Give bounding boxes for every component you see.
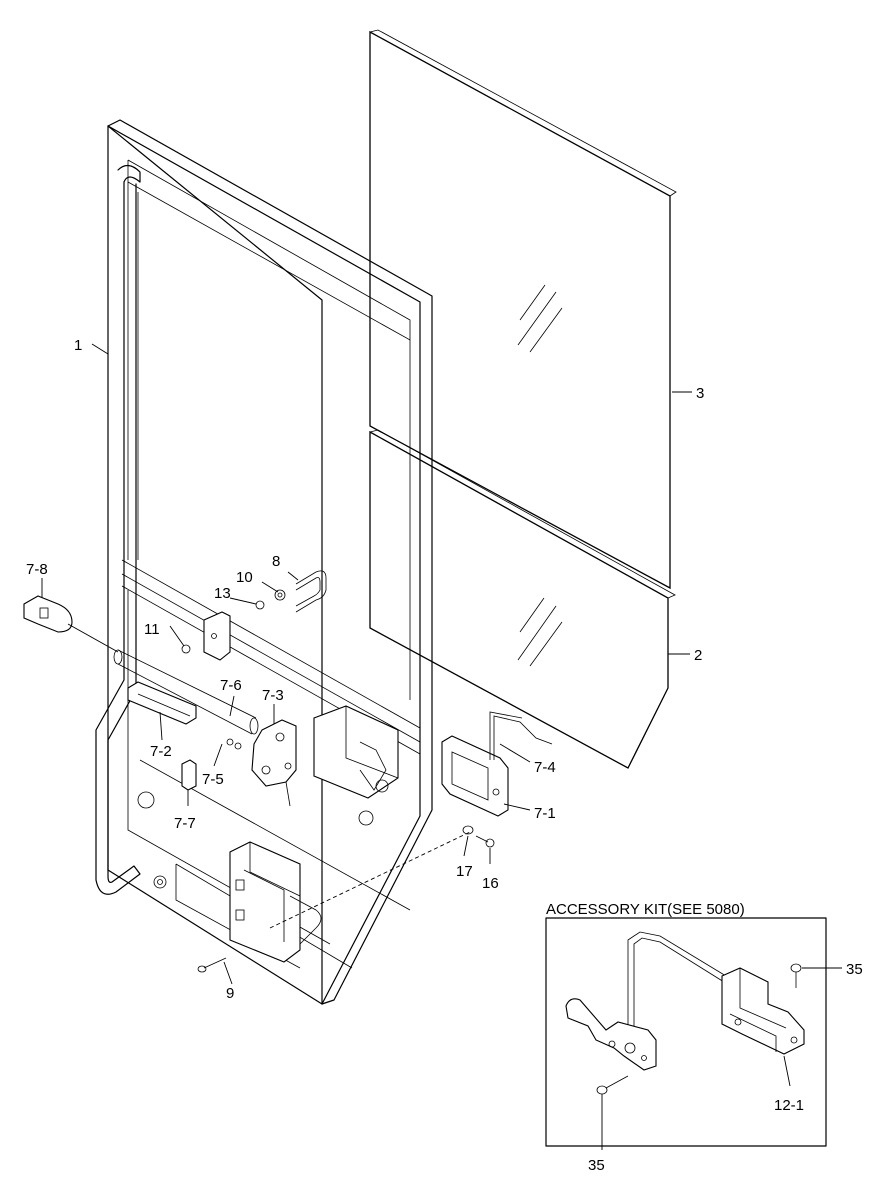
door-frame: [95, 119, 433, 1005]
label-9: 9: [226, 985, 234, 1002]
label-17: 17: [456, 863, 473, 880]
lower-glass-panel: [369, 429, 676, 769]
label-7-7: 7-7: [174, 815, 196, 832]
label-35-top: 35: [846, 961, 863, 978]
label-13: 13: [214, 585, 231, 602]
label-12-1: 12-1: [774, 1097, 804, 1114]
label-2: 2: [694, 647, 702, 664]
label-7-2: 7-2: [150, 743, 172, 760]
label-10: 10: [236, 569, 253, 586]
label-7-3: 7-3: [262, 687, 284, 704]
label-11: 11: [144, 621, 160, 638]
label-16: 16: [482, 875, 499, 892]
upper-glass-panel: [369, 29, 677, 590]
label-35-bottom: 35: [588, 1157, 605, 1174]
label-7-8: 7-8: [26, 561, 48, 578]
label-8: 8: [272, 553, 280, 570]
leader-lines: [41, 343, 692, 985]
accessory-kit-box: [545, 917, 827, 1147]
part-labels: 1 3 2 7-8 8 10 13 11 7-6 7-3 7-2 7-5 7-7…: [26, 337, 704, 1002]
label-7-4: 7-4: [534, 759, 556, 776]
accessory-kit: ACCESSORY KIT(SEE 5080) 35 35 12-1: [545, 901, 863, 1174]
lock-hardware: [23, 570, 553, 973]
label-7-6: 7-6: [220, 677, 242, 694]
label-3: 3: [696, 385, 704, 402]
label-7-5: 7-5: [202, 771, 224, 788]
label-7-1: 7-1: [534, 805, 556, 822]
accessory-kit-title: ACCESSORY KIT(SEE 5080): [546, 901, 745, 918]
label-1: 1: [74, 337, 82, 354]
